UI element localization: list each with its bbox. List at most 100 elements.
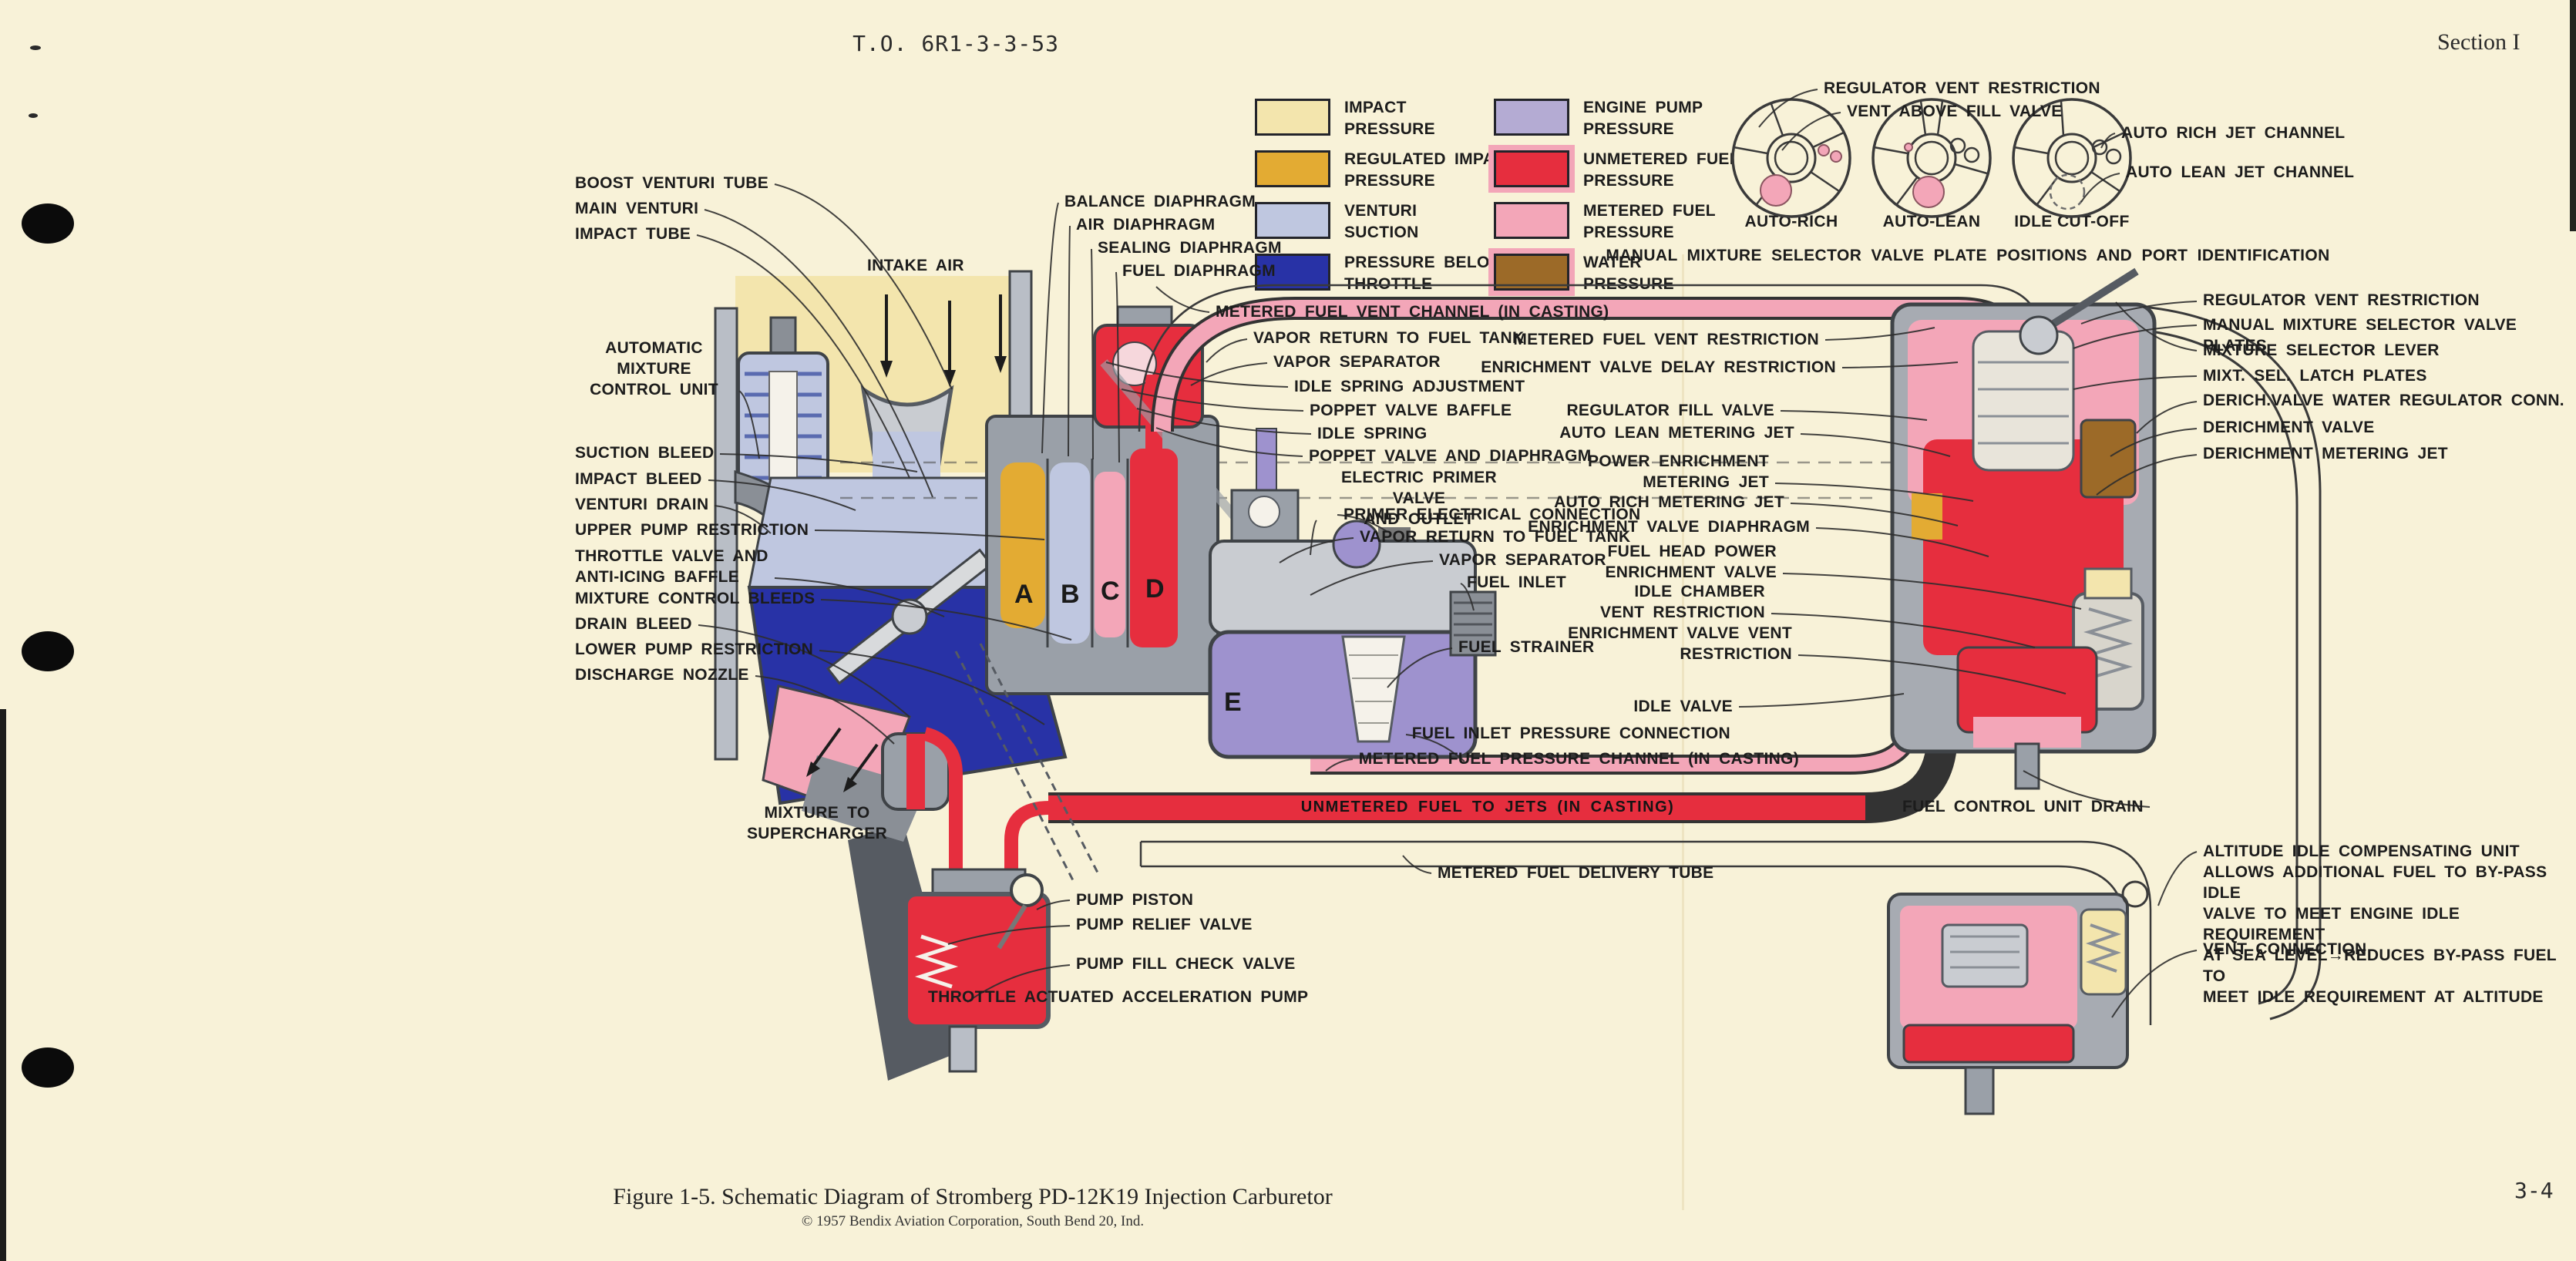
chamber-letter-c: C (1101, 577, 1120, 606)
legend-label: IMPACT PRESSURE (1344, 99, 1435, 138)
legend-swatch (1494, 202, 1569, 239)
callout-label: ENRICHMENT VALVE VENT RESTRICTION (1568, 624, 1792, 663)
fuel-control-unit-drain-stem (2014, 742, 2040, 790)
callout-label: ENRICHMENT VALVE DELAY RESTRICTION (1481, 358, 1836, 376)
binder-hole (22, 1047, 74, 1088)
fuel-inlet-threads (1454, 601, 1492, 637)
callout-label: AIR DIAPHRAGM (1076, 216, 1216, 234)
callout-label: DERICHMENT METERING JET (2203, 445, 2448, 462)
callout-label: AUTOMATIC MIXTURE CONTROL UNIT (590, 339, 718, 398)
section-label: Section I (2437, 29, 2521, 55)
callout-label: FUEL CONTROL UNIT DRAIN (1902, 798, 2144, 815)
page-number: 3-4 (2514, 1178, 2554, 1203)
callout-label: REGULATOR VENT RESTRICTION (1824, 79, 2100, 97)
callout-label: UNMETERED FUEL TO JETS (IN CASTING) (1300, 799, 1675, 815)
callout-label: AUTO LEAN METERING JET (1559, 424, 1794, 442)
callout-label: SEALING DIAPHRAGM (1098, 239, 1282, 257)
callout-label: BOOST VENTURI TUBE (575, 174, 769, 192)
callout-label: PUMP FILL CHECK VALVE (1076, 955, 1296, 973)
callout-label: AUTO RICH JET CHANNEL (2121, 124, 2346, 142)
arrowhead (806, 762, 820, 777)
legend-item: IMPACT PRESSURE (1255, 99, 1435, 140)
callout-label: ENRICHMENT VALVE DIAPHRAGM (1528, 518, 1810, 536)
callout-label: IMPACT TUBE (575, 225, 691, 243)
duct-flange (802, 755, 926, 842)
callout-label: IDLE VALVE (1633, 698, 1733, 715)
vent-connection-port (2121, 880, 2149, 908)
chamber-letter-e: E (1224, 688, 1242, 717)
enrichment-valve-spring (2083, 607, 2133, 680)
selector-valve-stack (1972, 330, 2075, 472)
legend-label: WATER PRESSURE (1583, 254, 1674, 293)
callout-label: ELECTRIC PRIMER VALVE AND OUTLET (1340, 469, 1497, 528)
aic-piston (1941, 923, 2029, 988)
plate-position-auto-rich: AUTO-RICH (1744, 213, 1838, 230)
legend-swatch (1494, 99, 1569, 136)
copyright-line: © 1957 Bendix Aviation Corporation, Sout… (801, 1213, 1145, 1229)
fcu-lower-pink-collar (1973, 717, 2081, 748)
selector-plate-heading: MANUAL MIXTURE SELECTOR VALVE PLATE POSI… (1606, 247, 2330, 264)
callout-label: DRAIN BLEED (575, 615, 692, 633)
callout-label: IDLE SPRING ADJUSTMENT (1294, 378, 1525, 395)
page-edge-shadow-right (2570, 0, 2576, 231)
selector-plate-diagrams (1731, 98, 2132, 218)
fuel-control-unit (1890, 267, 2157, 790)
enrichment-valve-cap (2083, 567, 2133, 600)
legend-item: VENTURI SUCTION (1255, 202, 1419, 244)
callout-label: VAPOR SEPARATOR (1273, 353, 1441, 371)
callout-label: REGULATOR FILL VALVE (1566, 402, 1774, 419)
chamber-b-venturi-suction (1050, 462, 1090, 644)
callout-label: REGULATOR VENT RESTRICTION (2203, 291, 2480, 309)
callout-label: METERED FUEL DELIVERY TUBE (1438, 864, 1714, 882)
selector-shaft (2019, 315, 2059, 355)
chamber-c-metered-fuel (1095, 472, 1125, 637)
callout-label: VAPOR SEPARATOR (1439, 551, 1606, 569)
callout-label: DISCHARGE NOZZLE (575, 666, 749, 684)
pump-piston-link-eye (1010, 873, 1044, 907)
callout-label: DERICHMENT VALVE (2203, 419, 2375, 436)
pump-relief-spring (914, 934, 959, 989)
callout-label: MIXTURE TO SUPERCHARGER (746, 804, 888, 842)
legend-label: UNMETERED FUEL PRESSURE (1583, 150, 1740, 190)
legend-label: PRESSURE BELOW THROTTLE (1344, 254, 1505, 293)
chamber-a-regulated-impact (1000, 462, 1045, 628)
callout-label: FUEL STRAINER (1458, 638, 1595, 656)
vapor-separator-ball (1248, 496, 1280, 528)
callout-label: MIXTURE CONTROL BLEEDS (575, 590, 816, 607)
callout-label: METERED FUEL VENT CHANNEL (IN CASTING) (1216, 303, 1609, 321)
callout-label: MANUAL MIXTURE SELECTOR VALVE PLATES (2203, 316, 2517, 355)
callout-label: IDLE CHAMBER VENT RESTRICTION (1600, 583, 1765, 621)
legend-swatch (1494, 150, 1569, 187)
derichment-valve-water-region (2080, 419, 2137, 499)
fcu-impact-pocket (1912, 493, 1942, 540)
callout-label: VENTURI DRAIN (575, 496, 709, 513)
page-edge-shadow-left (0, 709, 6, 1261)
chamber-d-unmetered-fuel (1130, 449, 1178, 647)
binder-hole (22, 631, 74, 671)
callout-label: VAPOR RETURN TO FUEL TANK (1360, 528, 1631, 546)
pump-to-jets-tube (1004, 801, 1051, 894)
selector-plate-auto-lean (1871, 98, 1992, 218)
metered-fuel-delivery-tube-outer (1141, 840, 2152, 1025)
altitude-idle-compensating-unit (1887, 880, 2149, 1115)
figure-caption: Figure 1-5. Schematic Diagram of Strombe… (613, 1184, 1333, 1209)
amc-stem (769, 316, 797, 356)
aic-bypass-fuel-channel (1902, 1024, 2075, 1064)
chamber-letter-b: B (1061, 580, 1080, 609)
aic-valve-spring (2085, 923, 2122, 973)
callout-label: INTAKE AIR (867, 257, 964, 274)
discharge-nozzle-fuel-core (906, 734, 925, 809)
callout-label: FUEL HEAD POWER ENRICHMENT VALVE (1605, 543, 1777, 581)
legend-swatch (1255, 202, 1330, 239)
ink-speck (30, 45, 41, 50)
pump-discharge-tube (923, 727, 963, 894)
chamber-letter-a: A (1014, 580, 1034, 609)
plate-position-auto-lean: AUTO-LEAN (1882, 213, 1981, 230)
callout-label: IDLE SPRING (1317, 425, 1428, 442)
callout-label: POWER ENRICHMENT METERING JET (1588, 452, 1769, 491)
page-fold-line (1682, 254, 1684, 1210)
callout-label: AUTO LEAN JET CHANNEL (2126, 163, 2355, 181)
callout-label: MAIN VENTURI (575, 200, 699, 217)
